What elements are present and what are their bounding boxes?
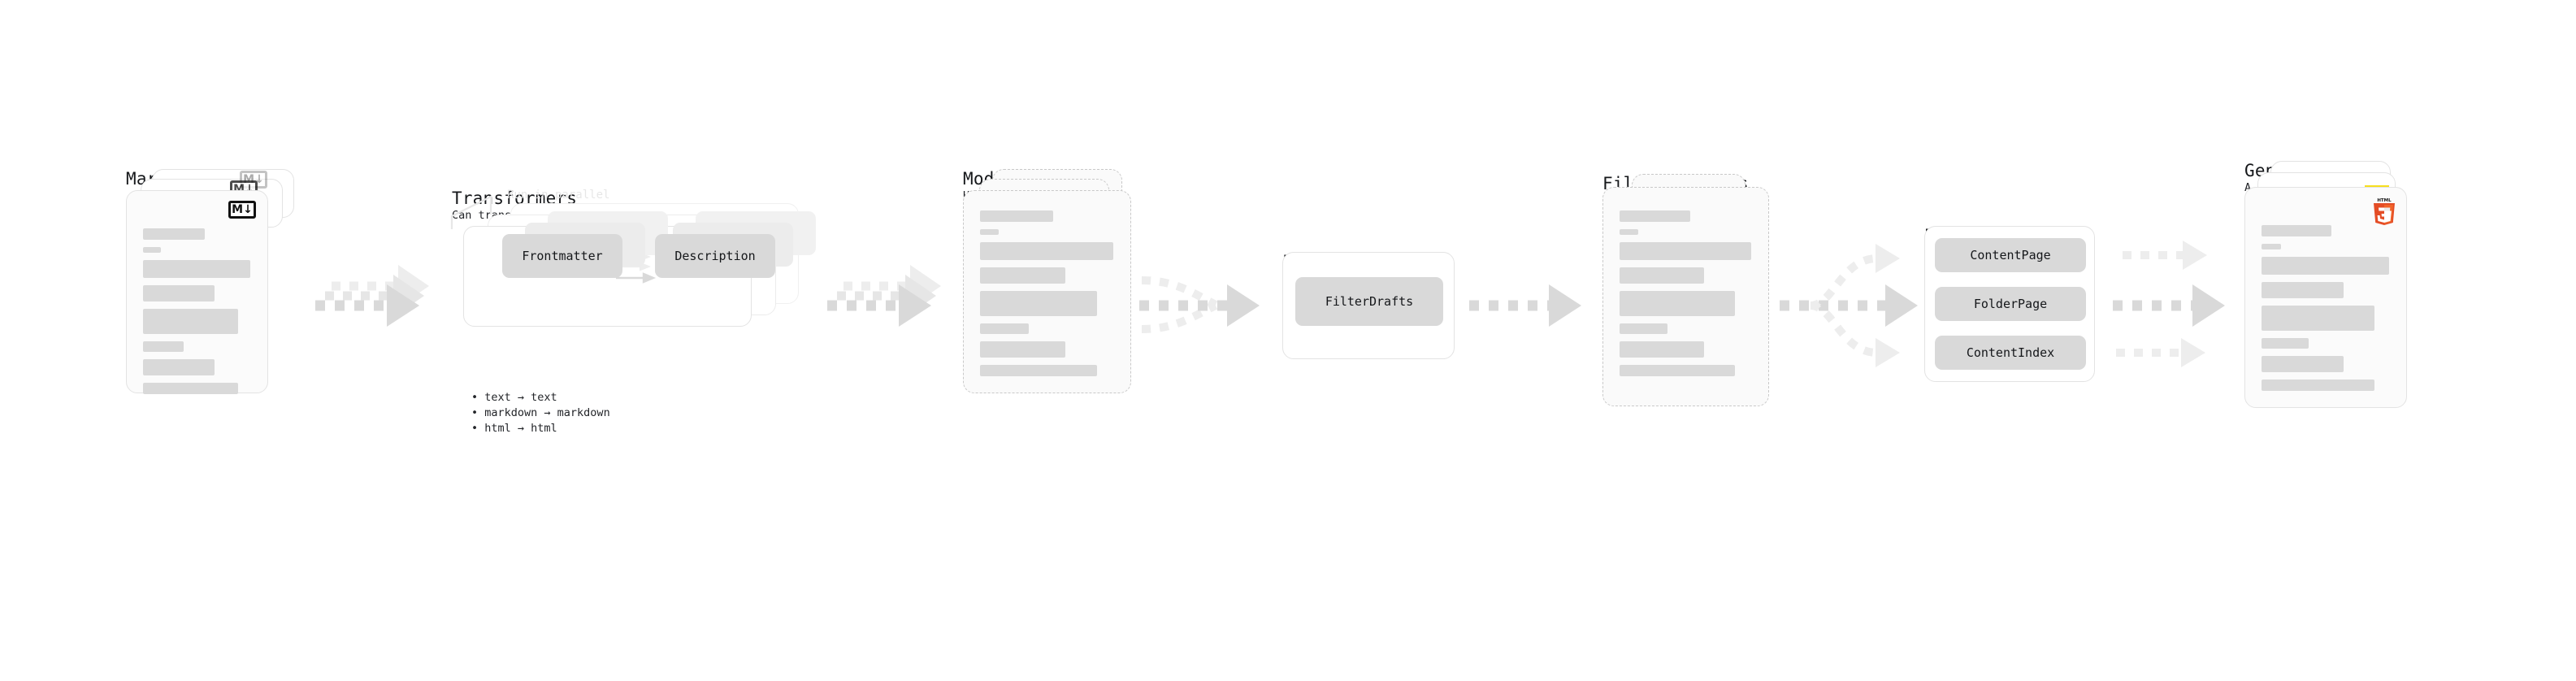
html5-badge-icon: HTML	[2372, 196, 2396, 225]
chip-folderpage[interactable]: FolderPage	[1935, 287, 2086, 321]
skeleton-line	[2262, 380, 2375, 391]
run-in-parallel-label: Run in parallel	[507, 189, 610, 202]
stage-filters: FilterDrafts Filters Remove some files b…	[1282, 252, 1455, 359]
bullet-item: • text → text	[471, 391, 557, 404]
skeleton-line	[980, 210, 1054, 222]
stage-filtered-files: Filtered files	[1602, 174, 1769, 406]
transformers-bullet-list: • text → text • markdown → markdown • ht…	[471, 390, 610, 436]
modified-skeleton-lines	[980, 210, 1116, 384]
svg-text:HTML: HTML	[2377, 198, 2392, 203]
connector-transformers-to-modified	[827, 265, 941, 327]
skeleton-line	[143, 309, 239, 334]
emitters-panel: ContentPage FolderPage ContentIndex	[1924, 226, 2095, 382]
skeleton-line	[980, 323, 1030, 334]
stage-generated-site: CSS HTML	[2244, 161, 2407, 408]
modified-card-front	[963, 190, 1131, 393]
skeleton-line	[980, 267, 1066, 284]
chip-contentpage[interactable]: ContentPage	[1935, 238, 2086, 272]
connector-filters-to-filtered	[1469, 284, 1581, 327]
skeleton-line	[1620, 229, 1639, 235]
skeleton-line	[980, 291, 1097, 316]
skeleton-line	[143, 228, 205, 240]
skeleton-line	[143, 359, 215, 375]
stage-modified-files: Modified files HTML Syntax Tree + data f…	[963, 169, 1131, 393]
skeleton-line	[980, 365, 1097, 376]
skeleton-line	[2262, 257, 2389, 275]
markdown-badge-icon: M↓	[228, 201, 256, 219]
filtered-skeleton-lines	[1620, 210, 1754, 384]
skeleton-line	[2262, 356, 2344, 372]
skeleton-line	[143, 383, 239, 394]
skeleton-line	[143, 260, 251, 278]
skeleton-line	[2262, 338, 2309, 349]
stage-transformers: Run in parallel Frontmatter Description …	[450, 189, 816, 435]
chip-description[interactable]: Description	[655, 234, 775, 278]
bullet-item: • markdown → markdown	[471, 406, 610, 420]
skeleton-line	[2262, 225, 2332, 236]
skeleton-line	[1620, 210, 1691, 222]
skeleton-line	[143, 285, 215, 301]
skeleton-line	[980, 229, 1000, 235]
skeleton-line	[980, 242, 1113, 260]
bullet-item: • html → html	[471, 422, 557, 436]
connector-filtered-to-emitters	[1780, 244, 1918, 367]
markdown-skeleton-lines	[143, 228, 253, 401]
skeleton-line	[1620, 323, 1668, 334]
chip-frontmatter[interactable]: Frontmatter	[502, 234, 622, 278]
bullet-text: html → html	[484, 422, 557, 436]
skeleton-line	[2262, 282, 2344, 298]
skeleton-line	[1620, 291, 1735, 316]
markdown-card-front: M↓	[126, 190, 268, 394]
skeleton-line	[1620, 242, 1751, 260]
skeleton-line	[980, 341, 1066, 358]
filtered-card-front	[1602, 187, 1769, 406]
site-skeleton-lines	[2262, 225, 2392, 398]
stage-markdown-files: M↓ M↓ M↓ Markdown Files	[126, 169, 294, 394]
bullet-text: markdown → markdown	[484, 406, 610, 420]
skeleton-line	[1620, 365, 1735, 376]
skeleton-line	[1620, 267, 1704, 284]
bullet-text: text → text	[484, 391, 557, 404]
chip-contentindex[interactable]: ContentIndex	[1935, 336, 2086, 370]
skeleton-line	[2262, 306, 2375, 331]
connector-emitters-to-site	[2113, 241, 2225, 367]
chip-filterdrafts[interactable]: FilterDrafts	[1295, 277, 1443, 326]
skeleton-line	[1620, 341, 1704, 358]
skeleton-line	[143, 247, 161, 253]
site-card-front: HTML	[2244, 187, 2407, 408]
stage-emitters: ContentPage FolderPage ContentIndex Emit…	[1924, 226, 2095, 382]
skeleton-line	[2262, 244, 2281, 249]
skeleton-line	[143, 341, 184, 352]
connector-modified-to-filters	[1139, 276, 1260, 333]
run-in-parallel-bracket	[450, 195, 492, 229]
connector-md-to-transformers	[315, 265, 429, 327]
filters-panel: FilterDrafts	[1282, 252, 1455, 359]
